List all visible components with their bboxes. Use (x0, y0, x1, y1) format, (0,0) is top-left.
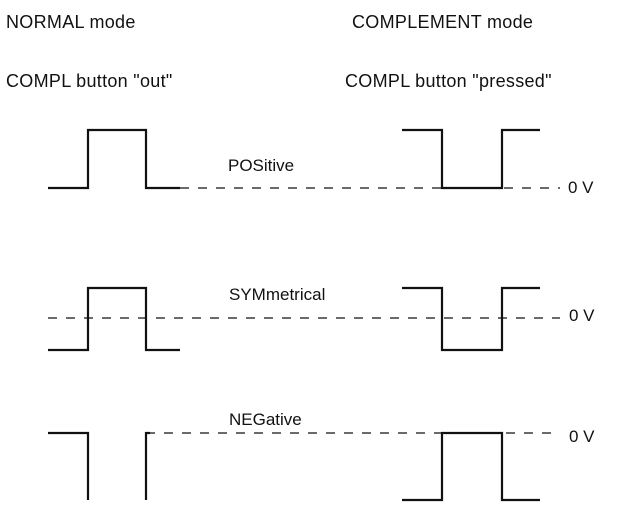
signal-label-negative: NEGative (229, 410, 302, 429)
positive-complement-pulse (402, 128, 540, 190)
zero-volt-label-positive: 0 V (568, 178, 594, 197)
normal-mode-heading: NORMAL mode (6, 12, 136, 32)
zero-volt-label-symmetrical: 0 V (569, 306, 595, 325)
complement-mode-heading: COMPLEMENT mode (352, 12, 534, 32)
symmetrical-normal-pulse (48, 286, 180, 352)
positive-normal-pulse (48, 128, 180, 190)
signal-label-positive: POSitive (228, 156, 295, 175)
symmetrical-complement-pulse (402, 286, 540, 352)
normal-button-state: COMPL button "out" (6, 71, 173, 91)
signal-label-symmetrical: SYMmetrical (229, 285, 326, 304)
zero-volt-label-negative: 0 V (569, 427, 595, 446)
complement-button-state: COMPL button "pressed" (345, 71, 552, 91)
negative-normal-pulse (48, 431, 150, 500)
negative-complement-pulse (402, 431, 540, 502)
